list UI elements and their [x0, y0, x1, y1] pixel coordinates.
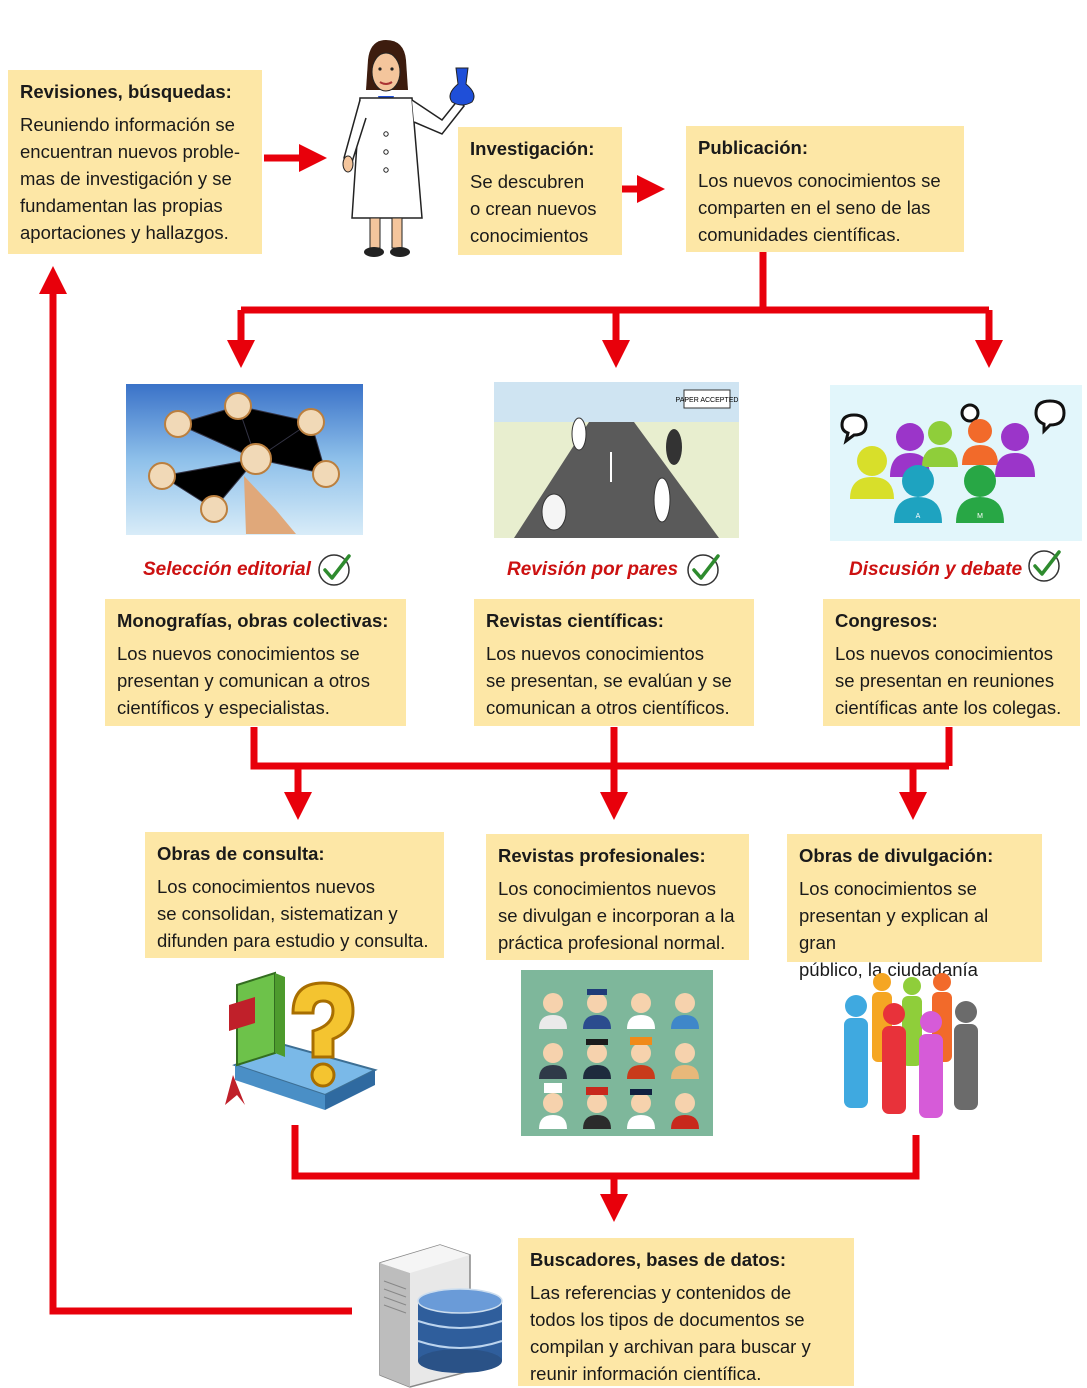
node-line: público, la ciudadanía [799, 959, 978, 980]
node-line: Los conocimientos nuevos [157, 876, 376, 897]
node-obras-consulta: Obras de consulta: Los conocimientos nue… [145, 832, 444, 958]
label-discusion-y-debate: Discusión y debate [849, 559, 1023, 580]
people-crowd-icon [844, 973, 978, 1118]
node-obras-divulgacion: Obras de divulgación: Los conocimientos … [787, 834, 1042, 980]
professions-grid-image [521, 970, 713, 1136]
node-line: presentan y comunican a otros [117, 670, 370, 691]
node-investigacion: Investigación: Se descubren o crean nuev… [458, 127, 622, 255]
label-revision-por-pares: Revisión por pares [507, 559, 679, 580]
node-line: se presentan, se evalúan y se [486, 670, 732, 691]
peer-review-image: PAPER ACCEPTED [494, 382, 739, 538]
node-line: se consolidan, sistematizan y [157, 903, 398, 924]
arrow-feedback-loop [39, 266, 352, 1315]
node-title: Buscadores, bases de datos: [530, 1249, 787, 1270]
node-revistas-profesionales: Revistas profesionales: Los conocimiento… [486, 834, 749, 960]
node-line: conocimientos [470, 225, 589, 246]
node-line: Reuniendo información se [20, 114, 235, 135]
node-line: se presentan en reuniones [835, 670, 1055, 691]
node-line: reunir información científica. [530, 1363, 762, 1384]
paper-sign-text: PAPER ACCEPTED [676, 397, 739, 404]
node-line: encuentran nuevos proble- [20, 141, 241, 162]
node-revisiones: Revisiones, búsquedas: Reuniendo informa… [8, 70, 262, 254]
node-line: Los nuevos conocimientos se [698, 170, 941, 191]
node-line: aportaciones y hallazgos. [20, 222, 229, 243]
node-line: Los nuevos conocimientos se [117, 643, 360, 664]
node-congresos: Congresos: Los nuevos conocimientos se p… [823, 599, 1080, 726]
bubble-letter: A [916, 513, 921, 520]
node-line: científicas ante los colegas. [835, 697, 1062, 718]
node-line: Los nuevos conocimientos [835, 643, 1054, 664]
node-title: Congresos: [835, 610, 938, 631]
node-line: presentan y explican al gran [799, 905, 989, 953]
researcher-icon [342, 40, 475, 257]
node-line: Las referencias y contenidos de [530, 1282, 792, 1303]
node-line: compilan y archivan para buscar y [530, 1336, 811, 1357]
network-image [126, 384, 363, 535]
node-line: difunden para estudio y consulta. [157, 930, 429, 951]
node-line: comparten en el seno de las [698, 197, 931, 218]
node-title: Publicación: [698, 137, 808, 158]
node-line: se divulgan e incorporan a la [498, 905, 735, 926]
node-title: Revisiones, búsquedas: [20, 81, 232, 102]
node-title: Investigación: [470, 138, 595, 159]
node-publicacion: Publicación: Los nuevos conocimientos se… [686, 126, 964, 252]
node-line: o crean nuevos [470, 198, 597, 219]
book-question-icon [225, 971, 378, 1110]
node-line: Los conocimientos se [799, 878, 977, 899]
node-line: práctica profesional normal. [498, 932, 726, 953]
merge-left [250, 727, 949, 770]
node-line: comunican a otros científicos. [486, 697, 730, 718]
node-line: fundamentan las propias [20, 195, 223, 216]
node-title: Obras de consulta: [157, 843, 325, 864]
node-line: todos los tipos de documentos se [530, 1309, 805, 1330]
node-title: Monografías, obras colectivas: [117, 610, 389, 631]
node-line: Se descubren [470, 171, 585, 192]
node-line: mas de investigación y se [20, 168, 232, 189]
node-line: comunidades científicas. [698, 224, 901, 245]
node-title: Revistas científicas: [486, 610, 664, 631]
database-server-icon [379, 1244, 503, 1388]
discussion-image: A M [830, 385, 1082, 541]
node-line: científicos y especialistas. [117, 697, 330, 718]
node-title: Revistas profesionales: [498, 845, 706, 866]
node-revistas-cientificas: Revistas científicas: Los nuevos conocim… [474, 599, 754, 726]
node-monografias: Monografías, obras colectivas: Los nuevo… [105, 599, 406, 726]
node-buscadores: Buscadores, bases de datos: Las referenc… [518, 1238, 854, 1386]
merge-bottom [291, 1125, 920, 1180]
node-line: Los conocimientos nuevos [498, 878, 717, 899]
node-line: Los nuevos conocimientos [486, 643, 705, 664]
check-icon [1028, 550, 1061, 582]
bubble-letter: M [977, 513, 983, 520]
node-title: Obras de divulgación: [799, 845, 994, 866]
check-icon [687, 554, 720, 586]
check-icon [318, 554, 351, 586]
label-seleccion-editorial: Selección editorial [143, 559, 311, 580]
